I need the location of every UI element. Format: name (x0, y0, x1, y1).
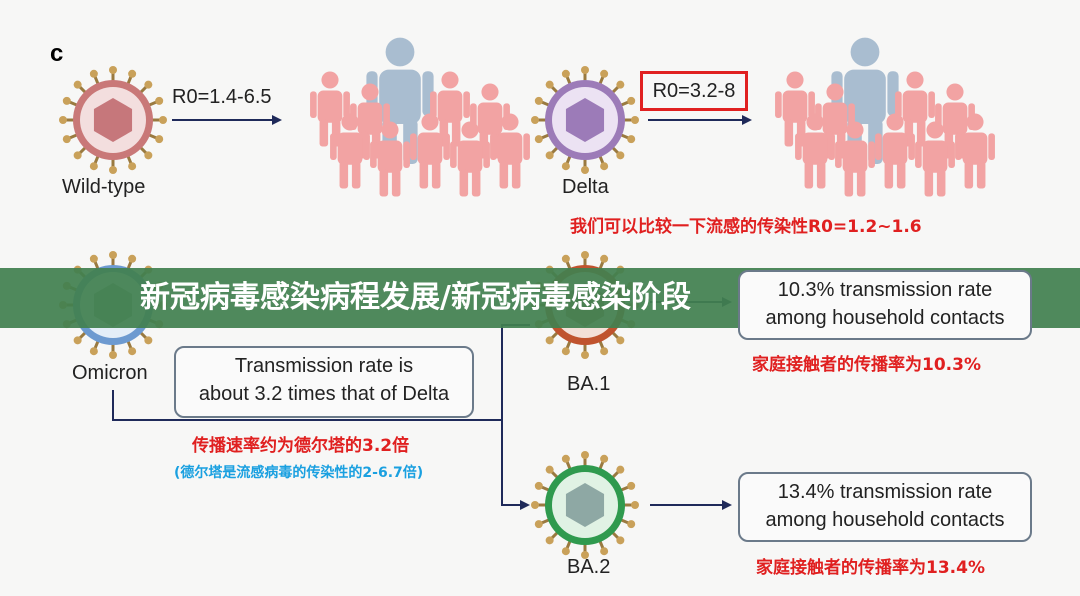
ba2-arrow-head (722, 500, 732, 510)
wild-type-contacts-person-icon (330, 113, 370, 189)
ba1-note: 家庭接触者的传播率为10.3% (752, 355, 981, 375)
wild-type-r0: R0=1.4-6.5 (172, 86, 272, 108)
omicron-note: 传播速率约为德尔塔的3.2倍 (192, 436, 410, 456)
ba2-note: 家庭接触者的传播率为13.4% (756, 558, 985, 578)
delta-contacts-person-icon (875, 113, 915, 189)
delta-virus-icon (531, 66, 639, 174)
omicron-note-2: (德尔塔是流感病毒的传染性的2-6.7倍) (174, 465, 424, 481)
ba2-virus-icon (531, 451, 639, 559)
delta-contacts-person-icon (835, 121, 875, 197)
wild-type-contacts-person-icon (450, 121, 490, 197)
ba2-box-line2: among household contacts (765, 509, 1005, 531)
wild-type-contacts-person-icon (310, 71, 350, 147)
delta-label: Delta (562, 176, 609, 198)
ba1-box: 10.3% transmission rate among household … (738, 270, 1032, 340)
wild-type-contacts-person-icon (490, 113, 530, 189)
sublineage-branch-line (501, 324, 530, 506)
wild-type-contacts-person-icon (410, 113, 450, 189)
wild-type-arrow-head (272, 115, 282, 125)
ba2-box: 13.4% transmission rate among household … (738, 472, 1032, 542)
ba2-box-line1: 13.4% transmission rate (777, 481, 993, 503)
delta-contacts-person-icon (915, 121, 955, 197)
ba2-label: BA.2 (567, 556, 611, 578)
delta-arrow-head (742, 115, 752, 125)
omicron-box-line2: about 3.2 times that of Delta (198, 383, 450, 405)
omicron-box-line1: Transmission rate is (234, 355, 414, 377)
ba1-box-line2: among household contacts (765, 307, 1005, 329)
ba1-box-line1: 10.3% transmission rate (777, 279, 993, 301)
wild-type-virus-icon (59, 66, 167, 174)
omicron-label: Omicron (72, 362, 148, 384)
delta-contacts-person-icon (955, 113, 995, 189)
delta-r0-highlight: R0=3.2-8 (640, 71, 748, 111)
omicron-branch-line (112, 390, 502, 421)
ba2-branch-arrow-head (520, 500, 530, 510)
ba1-label: BA.1 (567, 373, 611, 395)
wild-type-label: Wild-type (62, 176, 146, 198)
wild-type-contacts-person-icon (370, 121, 410, 197)
flu-comparison-note: 我们可以比较一下流感的传染性R0=1.2~1.6 (570, 217, 922, 237)
delta-contacts-person-icon (895, 71, 935, 147)
delta-contacts-person-icon (775, 71, 815, 147)
title-banner-text: 新冠病毒感染病程发展/新冠病毒感染阶段 (140, 280, 691, 315)
panel-label: c (50, 40, 64, 67)
omicron-box: Transmission rate is about 3.2 times tha… (174, 346, 474, 418)
delta-contacts-person-icon (795, 113, 835, 189)
